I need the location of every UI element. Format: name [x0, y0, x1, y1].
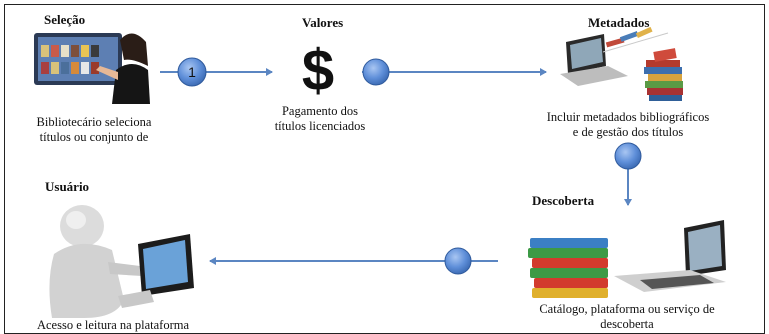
discovery-caption-line2: descoberta — [600, 317, 654, 331]
selection-caption: Bibliotecário seleciona títulos ou conju… — [24, 115, 164, 145]
selection-caption-line2: títulos ou conjunto de — [39, 130, 149, 144]
user-caption-line1: Acesso e leitura na plataforma — [36, 318, 189, 332]
values-caption-line1: Pagamento dos — [281, 104, 359, 118]
selection-caption-line1: Bibliotecário seleciona — [36, 115, 152, 129]
person-tablet-icon — [49, 205, 194, 318]
laptop-books-icon — [560, 26, 683, 101]
node-discovery — [444, 247, 472, 275]
svg-text:$: $ — [302, 38, 334, 103]
node-values — [362, 58, 390, 86]
touchscreen-person-icon — [34, 33, 150, 104]
books-laptop-icon — [528, 220, 726, 298]
user-caption: Acesso e leitura na plataforma — [18, 318, 208, 333]
metadata-caption: Incluir metadados bibliográficos e de ge… — [525, 110, 731, 140]
selection-title: Seleção — [44, 12, 86, 27]
node-step-1: 1 — [177, 57, 207, 87]
metadata-title: Metadados — [588, 15, 650, 30]
step-badge: 1 — [188, 64, 196, 80]
values-title: Valores — [302, 15, 344, 30]
metadata-caption-line2: e de gestão dos títulos — [572, 125, 684, 139]
values-caption-line2: títulos licenciados — [274, 119, 366, 133]
node-metadata — [614, 142, 642, 170]
discovery-title: Descoberta — [532, 193, 595, 208]
metadata-caption-line1: Incluir metadados bibliográficos — [546, 110, 710, 124]
user-title: Usuário — [45, 179, 90, 194]
dollar-icon: $ — [302, 38, 334, 103]
values-caption: Pagamento dos títulos licenciados — [260, 104, 380, 134]
discovery-caption-line1: Catálogo, plataforma ou serviço de — [539, 302, 715, 316]
discovery-caption: Catálogo, plataforma ou serviço de desco… — [518, 302, 736, 332]
